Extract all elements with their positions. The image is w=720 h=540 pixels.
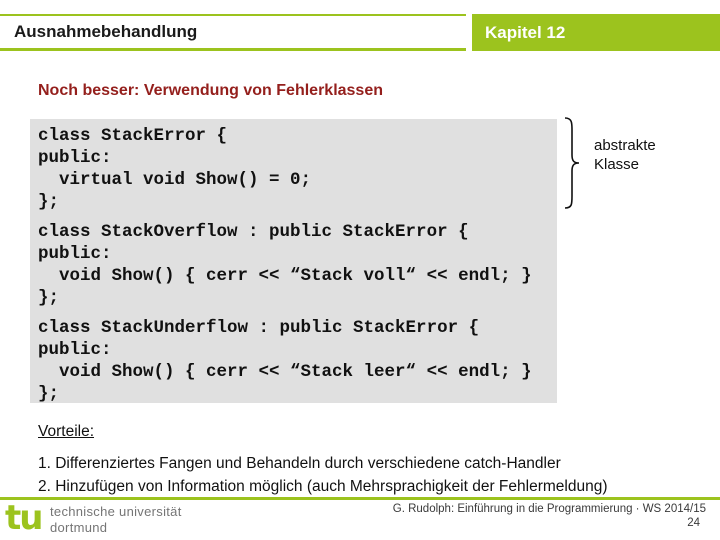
footer-divider	[0, 497, 720, 500]
annotation-line: abstrakte	[594, 137, 656, 154]
tu-dortmund-logo: tu	[5, 498, 43, 538]
curly-brace-icon	[564, 117, 580, 209]
header-chapter-box: Kapitel 12	[472, 14, 720, 51]
advantage-item: 1. Differenziertes Fangen und Behandeln …	[38, 455, 561, 472]
code-block-stackoverflow: class StackOverflow : public StackError …	[38, 222, 532, 308]
advantages-heading: Vorteile:	[38, 423, 95, 440]
code-block-stackerror: class StackError { public: virtual void …	[38, 126, 312, 212]
code-area: class StackError { public: virtual void …	[30, 119, 557, 404]
chapter-label: Kapitel 12	[485, 22, 566, 42]
advantages-list: 1. Differenziertes Fangen und Behandeln …	[38, 452, 607, 498]
slide-topic-title: Ausnahmebehandlung	[14, 22, 198, 41]
header-title-box: Ausnahmebehandlung	[0, 14, 466, 51]
annotation-line: Klasse	[594, 156, 640, 173]
slide-subtitle: Noch besser: Verwendung von Fehlerklasse…	[38, 82, 383, 99]
footer-credit: G. Rudolph: Einführung in die Programmie…	[393, 502, 706, 530]
abstract-class-annotation: abstrakte Klasse	[594, 136, 656, 174]
university-name: technische universität dortmund	[50, 504, 182, 536]
university-name-line: technische universität	[50, 504, 182, 519]
page-number: 24	[687, 517, 700, 529]
advantage-item: 2. Hinzufügen von Information möglich (a…	[38, 478, 608, 495]
university-name-line: dortmund	[50, 520, 108, 535]
code-block-stackunderflow: class StackUnderflow : public StackError…	[38, 318, 532, 404]
lecture-credit: G. Rudolph: Einführung in die Programmie…	[392, 503, 706, 515]
